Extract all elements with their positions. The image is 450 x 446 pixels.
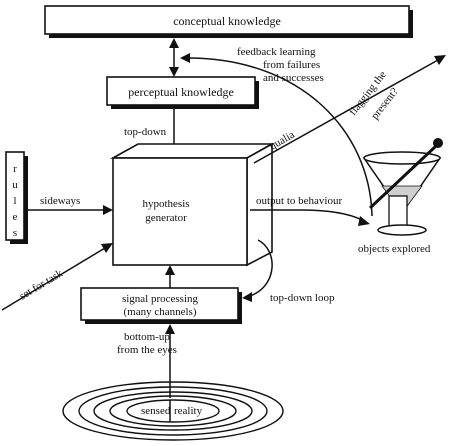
top-down-loop-label: top-down loop: [270, 292, 335, 304]
rules-letter-u: u: [12, 179, 18, 191]
qualia-label: qualia: [268, 129, 297, 153]
bottom-up-label-line1: bottom-up: [124, 331, 170, 343]
feedback-label-line2: from failures: [263, 59, 320, 71]
feedback-label-line3: and successes: [263, 72, 324, 84]
sensed-reality-rings: [62, 381, 284, 441]
hypothesis-generator-cube: hypothesis generator: [109, 142, 276, 267]
signal-processing-box: signal processing (many channels): [80, 287, 242, 324]
rules-letter-r: r: [13, 163, 17, 175]
objects-explored-label: objects explored: [358, 243, 431, 255]
feedback-label-line1: feedback learning: [237, 46, 316, 58]
set-for-task-arrow: [1, 243, 113, 311]
reality-label: reality: [174, 405, 203, 417]
conceptual-knowledge-box: conceptual knowledge: [44, 5, 413, 38]
set-for-task-label: set for task: [17, 267, 65, 302]
signal-processing-label-line1: signal processing: [122, 293, 199, 305]
rules-letter-s: s: [13, 227, 17, 239]
output-to-behaviour-arrow: [250, 209, 370, 226]
hypothesis-label-line2: generator: [145, 212, 187, 224]
sideways-arrow: [28, 205, 113, 215]
signal-processing-label-line2: (many channels): [124, 306, 197, 318]
signal-to-generator-arrow: [165, 265, 175, 288]
bottom-up-label-line2: from the eyes: [117, 344, 177, 356]
qualia-arrow: [253, 55, 446, 164]
sensed-label: sensed: [141, 405, 171, 417]
rules-box: r u l e s: [5, 151, 28, 244]
top-down-label: top-down: [124, 126, 167, 138]
perceptual-knowledge-box: perceptual knowledge: [106, 76, 259, 109]
hypothesis-label-line1: hypothesis: [142, 198, 189, 210]
rules-letter-e: e: [13, 211, 18, 223]
sideways-label: sideways: [40, 195, 80, 207]
perceptual-knowledge-label: perceptual knowledge: [128, 85, 234, 99]
conceptual-knowledge-label: conceptual knowledge: [173, 14, 281, 28]
feedback-learning-arrow: [180, 53, 373, 217]
martini-glass-icon: [362, 138, 443, 236]
top-down-loop-arrow: [242, 239, 273, 302]
output-to-behaviour-label: output to behaviour: [256, 195, 342, 207]
conceptual-perceptual-link: [169, 38, 179, 77]
rules-letter-l: l: [13, 195, 16, 207]
